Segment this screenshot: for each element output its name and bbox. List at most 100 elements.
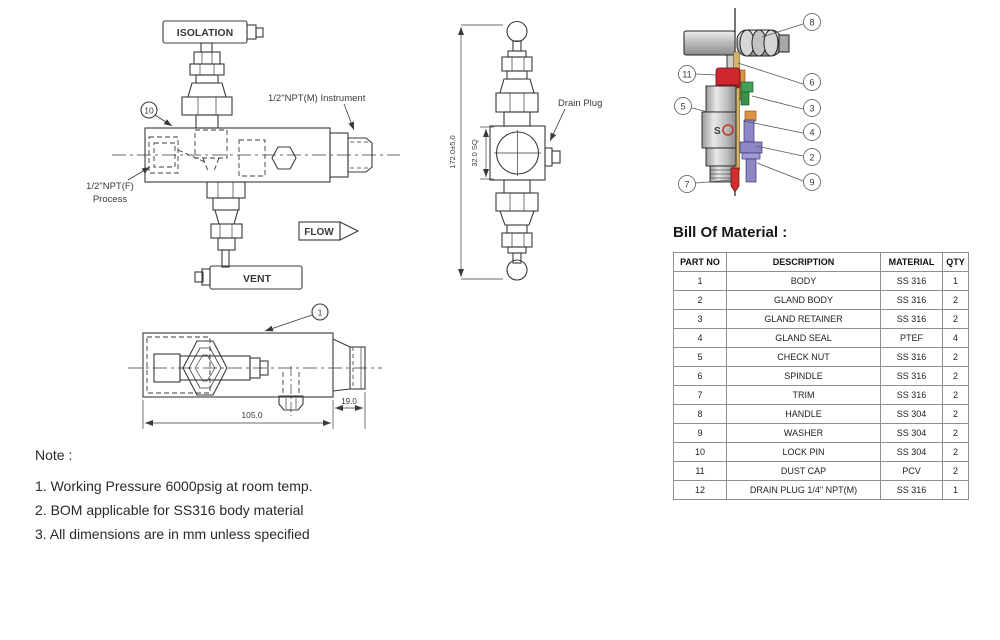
bom-cell: 1 bbox=[673, 271, 727, 291]
callout-2: 2 bbox=[809, 153, 814, 163]
cutaway-drawing: S 8 6 3 4 2 bbox=[674, 8, 821, 196]
bom-title: Bill Of Material : bbox=[673, 224, 788, 241]
gland-retainer bbox=[740, 81, 754, 106]
bom-header-material: MATERIAL bbox=[880, 252, 943, 272]
drain-plug-shape bbox=[544, 147, 553, 167]
bom-cell: SS 304 bbox=[880, 442, 943, 462]
notes-title: Note : bbox=[35, 447, 73, 463]
valve-body-cutaway bbox=[701, 85, 737, 183]
instrument-port-label: 1/2"NPT(M) Instrument bbox=[268, 93, 366, 104]
length-dimension bbox=[142, 400, 334, 429]
bom-cell: SS 316 bbox=[880, 271, 943, 291]
callout-10-number: 10 bbox=[144, 106, 154, 116]
end-dimension bbox=[335, 392, 366, 429]
bom-cell: 10 bbox=[673, 442, 727, 462]
bom-cell: GLAND RETAINER bbox=[726, 309, 881, 329]
bom-cell: 2 bbox=[942, 461, 969, 481]
length-dimension-text: 105.0 bbox=[241, 410, 263, 420]
front-view-drawing: 172.0±5.0 32.0 SQ Drain Plug bbox=[448, 20, 602, 281]
bom-cell: SS 316 bbox=[880, 347, 943, 367]
bom-cell: 2 bbox=[942, 290, 969, 310]
bom-cell: 2 bbox=[942, 309, 969, 329]
bom-cell: DUST CAP bbox=[726, 461, 881, 481]
bom-header-part-no: PART NO bbox=[673, 252, 727, 272]
note-item-1: 1. Working Pressure 6000psig at room tem… bbox=[35, 478, 313, 494]
callout-11: 11 bbox=[682, 70, 691, 80]
callout-1-number: 1 bbox=[318, 308, 323, 318]
bom-cell: 2 bbox=[942, 385, 969, 405]
vent-label: VENT bbox=[243, 273, 272, 285]
bom-cell: LOCK PIN bbox=[726, 442, 881, 462]
bom-cell: 1 bbox=[942, 480, 969, 500]
flow-label: FLOW bbox=[304, 227, 334, 238]
bom-cell: WASHER bbox=[726, 423, 881, 443]
note-item-2: 2. BOM applicable for SS316 body materia… bbox=[35, 502, 304, 518]
bom-header-description: DESCRIPTION bbox=[726, 252, 881, 272]
bom-header-qty: QTY bbox=[942, 252, 969, 272]
drain-plug-leader bbox=[549, 108, 566, 142]
bom-cell: 4 bbox=[942, 328, 969, 348]
bom-cell: 2 bbox=[942, 404, 969, 424]
process-port-label-1: 1/2"NPT(F) bbox=[86, 181, 134, 192]
bom-cell: TRIM bbox=[726, 385, 881, 405]
gland-body bbox=[739, 119, 763, 183]
bom-cell: 2 bbox=[942, 366, 969, 386]
bom-cell: 12 bbox=[673, 480, 727, 500]
bom-cell: 9 bbox=[673, 423, 727, 443]
bom-cell: 8 bbox=[673, 404, 727, 424]
bom-cell: GLAND SEAL bbox=[726, 328, 881, 348]
drain-plug-label: Drain Plug bbox=[558, 98, 602, 109]
cutaway-callouts-left bbox=[674, 65, 733, 193]
body-marking: S bbox=[714, 126, 721, 137]
bom-cell: GLAND BODY bbox=[726, 290, 881, 310]
handle-knurled bbox=[736, 29, 790, 57]
callout-5: 5 bbox=[680, 102, 685, 112]
square-dimension-text: 32.0 SQ bbox=[470, 139, 479, 167]
isolation-label: ISOLATION bbox=[177, 27, 233, 39]
dust-cap bbox=[715, 67, 741, 89]
end-dimension-text: 19.0 bbox=[341, 397, 357, 406]
bom-cell: SS 316 bbox=[880, 366, 943, 386]
bom-cell: 2 bbox=[942, 442, 969, 462]
body-outline bbox=[142, 332, 334, 398]
process-port-label-2: Process bbox=[93, 194, 128, 205]
bom-cell: 7 bbox=[673, 385, 727, 405]
notes-block: Note : 1. Working Pressure 6000psig at r… bbox=[35, 447, 313, 551]
cutaway-callouts-right bbox=[737, 13, 821, 191]
callout-7: 7 bbox=[684, 180, 689, 190]
bom-cell: 4 bbox=[673, 328, 727, 348]
bom-cell: HANDLE bbox=[726, 404, 881, 424]
bom-cell: 6 bbox=[673, 366, 727, 386]
bom-cell: SS 316 bbox=[880, 385, 943, 405]
instrument-leader bbox=[343, 103, 355, 131]
bom-cell: 1 bbox=[942, 271, 969, 291]
side-view-drawing: ISOLATION VENT FLOW 1/2"NPT(M) Instrumen… bbox=[86, 20, 400, 290]
square-dimension bbox=[480, 126, 494, 180]
body-marking-ring bbox=[722, 124, 734, 136]
bom-cell: 2 bbox=[673, 290, 727, 310]
note-item-3: 3. All dimensions are in mm unless speci… bbox=[35, 526, 310, 542]
bom-header-row: PART NO DESCRIPTION MATERIAL QTY bbox=[673, 252, 969, 272]
bom-cell: SS 304 bbox=[880, 423, 943, 443]
callout-10 bbox=[140, 101, 173, 127]
trim-tip bbox=[730, 167, 740, 193]
bom-cell: SS 304 bbox=[880, 404, 943, 424]
bom-cell: SPINDLE bbox=[726, 366, 881, 386]
bom-cell: 3 bbox=[673, 309, 727, 329]
bom-cell: DRAIN PLUG 1/4" NPT(M) bbox=[726, 480, 881, 500]
bom-cell: SS 316 bbox=[880, 290, 943, 310]
bom-cell: BODY bbox=[726, 271, 881, 291]
bom-cell: PTEF bbox=[880, 328, 943, 348]
bom-cell: SS 316 bbox=[880, 309, 943, 329]
